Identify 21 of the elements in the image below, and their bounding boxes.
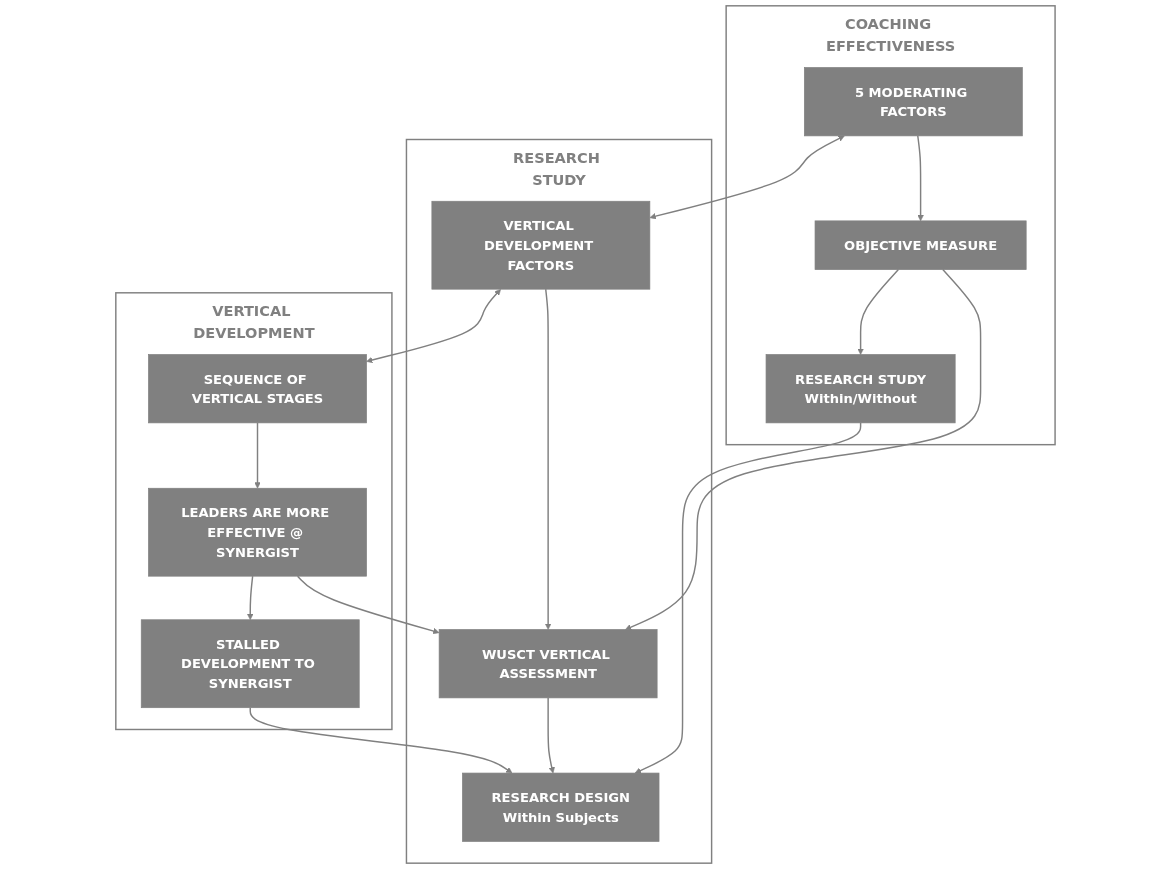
node-box: 5 MODERATING FACTORS <box>803 67 1023 137</box>
node-box: RESEARCH STUDY Within/Without <box>765 354 956 424</box>
node-box: STALLED DEVELOPMENT TO SYNERGIST <box>140 619 360 709</box>
arrow <box>296 575 439 635</box>
node-box: SEQUENCE OF VERTICAL STAGES <box>147 354 367 424</box>
arrow <box>249 706 512 774</box>
node-box: OBJECTIVE MEASURE <box>814 220 1027 270</box>
arrow <box>546 697 555 774</box>
arrow <box>246 575 253 621</box>
node-box: LEADERS ARE MORE EFFECTIVE @ SYNERGIST <box>147 487 367 577</box>
arrow <box>634 422 861 774</box>
node-box: RESEARCH DESIGN Within Subjects <box>461 772 659 842</box>
node-box: VERTICAL DEVELOPMENT FACTORS <box>431 200 650 290</box>
arrow <box>544 288 551 630</box>
arrow <box>856 268 899 355</box>
arrow <box>916 135 924 222</box>
arrow <box>253 422 261 489</box>
node-box: WUSCT VERTICAL ASSESSMENT <box>438 629 658 699</box>
arrow <box>649 135 845 220</box>
arrow <box>365 289 501 364</box>
arrow <box>624 268 981 631</box>
